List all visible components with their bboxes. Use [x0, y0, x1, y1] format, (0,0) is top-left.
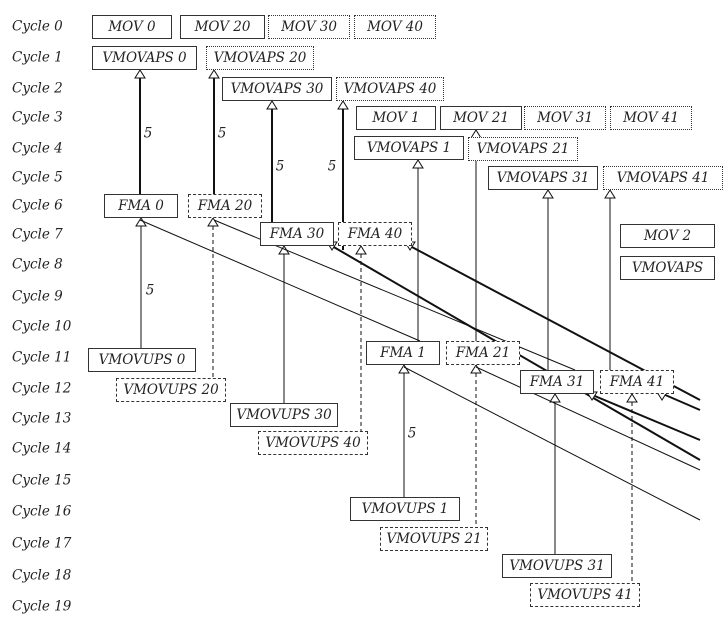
schedule-diagram: Cycle 0 Cycle 1 Cycle 2 Cycle 3 Cycle 4 Cycle… — [12, 15, 723, 615]
instruction-box-mov40: MOV 40 — [354, 15, 436, 39]
arrowhead — [134, 69, 146, 79]
cycle-label: Cycle 1 — [12, 49, 63, 66]
instruction-box-mov2: MOV 2 — [620, 224, 715, 248]
instruction-box-fma0: FMA 0 — [104, 194, 178, 218]
instruction-box-vmovups40: VMOVUPS 40 — [258, 431, 368, 455]
instruction-box-vmovaps2: VMOVAPS — [620, 256, 715, 280]
cycle-label: Cycle 8 — [12, 256, 63, 273]
dependency-diagonal — [403, 366, 701, 521]
cycle-label: Cycle 15 — [12, 472, 72, 489]
instruction-box-vmovaps40: VMOVAPS 40 — [336, 77, 444, 101]
latency-label: 5 — [327, 158, 337, 175]
arrowhead — [412, 159, 424, 169]
arrowhead — [470, 364, 482, 374]
arrowhead — [549, 393, 561, 403]
instruction-box-vmovups31: VMOVUPS 31 — [502, 554, 612, 578]
instruction-box-fma30: FMA 30 — [260, 222, 334, 246]
instruction-box-fma31: FMA 31 — [520, 370, 594, 394]
instruction-box-mov31: MOV 31 — [524, 106, 606, 130]
arrowhead — [542, 189, 554, 199]
instruction-box-vmovaps41: VMOVAPS 41 — [603, 166, 723, 190]
instruction-box-fma21: FMA 21 — [446, 341, 520, 365]
instruction-box-mov20: MOV 20 — [180, 15, 265, 39]
arrowhead — [355, 245, 367, 255]
instruction-box-vmovups20: VMOVUPS 20 — [116, 378, 226, 402]
instruction-box-mov0: MOV 0 — [92, 15, 172, 39]
cycle-label: Cycle 12 — [12, 380, 72, 397]
instruction-box-vmovups30: VMOVUPS 30 — [230, 403, 338, 427]
cycle-label: Cycle 11 — [12, 349, 72, 366]
latency-label: 5 — [275, 158, 285, 175]
instruction-box-vmovaps1: VMOVAPS 1 — [354, 136, 464, 160]
cycle-label: Cycle 13 — [12, 410, 72, 427]
instruction-box-vmovups0: VMOVUPS 0 — [88, 348, 196, 372]
cycle-label: Cycle 14 — [12, 440, 72, 457]
latency-label: 5 — [143, 125, 153, 142]
instruction-box-vmovaps0: VMOVAPS 0 — [92, 46, 197, 70]
arrowhead — [266, 100, 278, 110]
arrowhead — [398, 364, 410, 374]
instruction-box-vmovaps21: VMOVAPS 21 — [468, 137, 578, 161]
instruction-box-vmovaps30: VMOVAPS 30 — [222, 77, 332, 101]
cycle-label: Cycle 7 — [12, 226, 63, 243]
instruction-box-fma1: FMA 1 — [366, 341, 440, 365]
dependency-diagonal — [139, 219, 421, 342]
instruction-box-mov21: MOV 21 — [440, 106, 522, 130]
cycle-label: Cycle 5 — [12, 169, 63, 186]
instruction-box-fma41: FMA 41 — [600, 370, 674, 394]
arrowhead — [208, 69, 220, 79]
instruction-box-fma40: FMA 40 — [338, 222, 412, 246]
cycle-label: Cycle 10 — [12, 318, 72, 335]
dependency-diagonal — [589, 393, 701, 441]
latency-label: 5 — [217, 125, 227, 142]
latency-label: 5 — [145, 282, 155, 299]
cycle-label: Cycle 6 — [12, 197, 63, 214]
instruction-box-mov41: MOV 41 — [610, 106, 692, 130]
instruction-box-mov30: MOV 30 — [268, 15, 350, 39]
cycle-label: Cycle 4 — [12, 140, 63, 157]
instruction-box-fma20: FMA 20 — [188, 194, 262, 218]
latency-label: 5 — [407, 425, 417, 442]
dependency-diagonal — [662, 393, 701, 411]
cycle-label: Cycle 17 — [12, 535, 72, 552]
dependency-diagonal — [475, 366, 701, 471]
arrowhead — [604, 189, 616, 199]
cycle-label: Cycle 3 — [12, 109, 63, 126]
instruction-box-vmovups1: VMOVUPS 1 — [350, 497, 460, 521]
instruction-box-vmovaps31: VMOVAPS 31 — [488, 166, 598, 190]
cycle-label: Cycle 9 — [12, 288, 63, 305]
arrowhead — [337, 100, 349, 110]
cycle-label: Cycle 16 — [12, 503, 72, 520]
cycle-label: Cycle 0 — [12, 18, 63, 35]
cycle-label: Cycle 19 — [12, 598, 72, 615]
instruction-box-vmovaps20: VMOVAPS 20 — [206, 46, 314, 70]
instruction-box-vmovups21: VMOVUPS 21 — [380, 527, 488, 551]
cycle-label: Cycle 2 — [12, 80, 63, 97]
cycle-label: Cycle 18 — [12, 567, 72, 584]
instruction-box-mov1: MOV 1 — [356, 106, 436, 130]
arrowhead — [207, 217, 219, 227]
arrowhead — [626, 393, 638, 403]
instruction-box-vmovups41: VMOVUPS 41 — [530, 583, 640, 607]
dependency-arrows — [134, 69, 701, 583]
